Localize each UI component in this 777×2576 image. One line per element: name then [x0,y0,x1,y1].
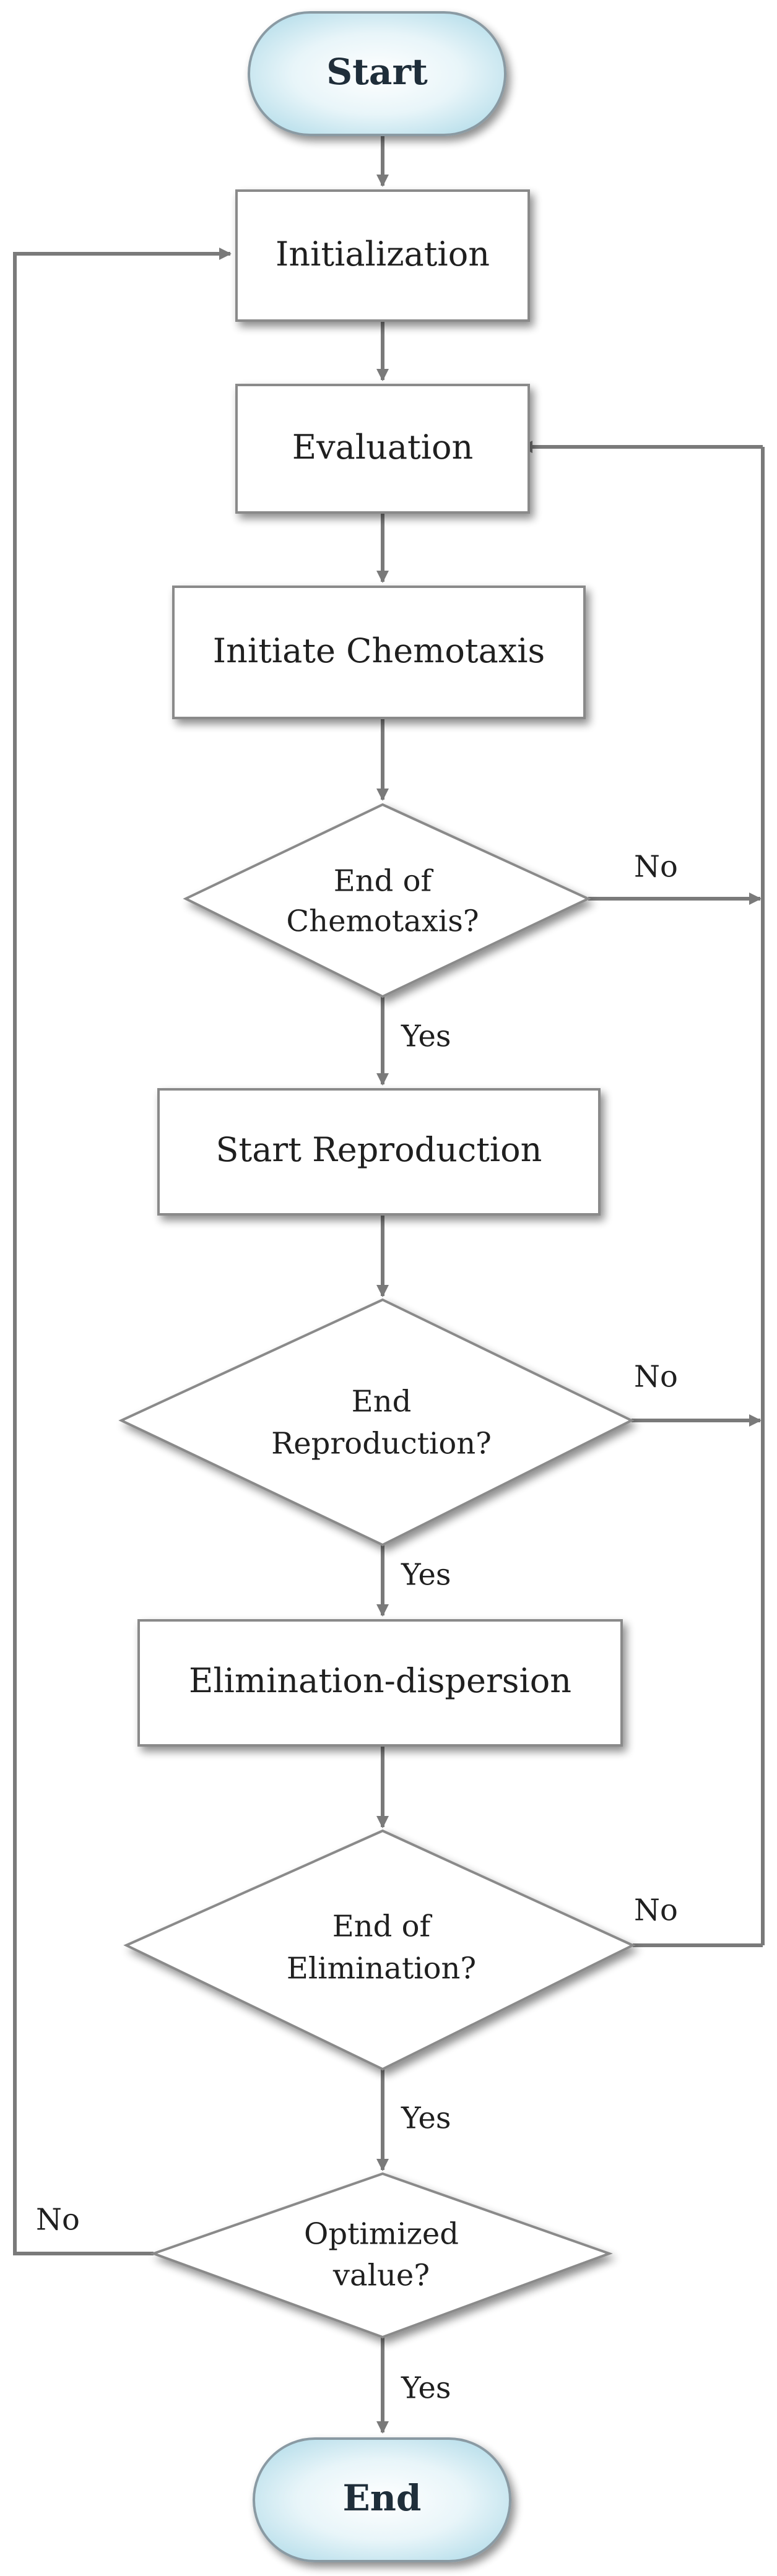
elimination-decision-line1: End of [332,1909,433,1944]
edge-label-no-4: No [36,2203,80,2237]
start-label: Start [326,51,428,93]
start-terminal [248,11,506,136]
end-label: End [343,2477,422,2519]
chemotaxis-decision-line2: Chemotaxis? [286,904,479,939]
edge-label-yes-4: Yes [401,2371,451,2406]
reproduction-box [157,1088,601,1216]
reproduction-label: Start Reproduction [216,1130,542,1169]
edge-label-no-3: No [634,1893,678,1928]
evaluation-label: Evaluation [292,428,474,467]
optimized-decision [150,2172,613,2339]
elimination-label: Elimination-dispersion [189,1661,571,1700]
chemotaxis-label: Initiate Chemotaxis [213,631,545,670]
initialization-box [235,189,530,322]
elimination-decision-line2: Elimination? [287,1951,476,1986]
edge-label-no-1: No [634,850,678,884]
reproduction-decision [118,1298,635,1547]
edge-label-yes-3: Yes [401,2101,451,2136]
chemotaxis-decision-line1: End of [334,864,434,899]
reproduction-decision-line1: End [352,1385,412,1419]
elimination-box [137,1619,623,1747]
evaluation-box [235,384,530,514]
initialization-label: Initialization [276,235,490,274]
optimized-decision-line1: Optimized [304,2217,459,2252]
chemotaxis-decision [183,803,591,998]
reproduction-decision-line2: Reproduction? [271,1427,492,1461]
elimination-decision [123,1829,636,2071]
edge-label-yes-1: Yes [401,1019,451,1054]
chemotaxis-box [172,586,586,719]
optimized-decision-line2: value? [332,2258,430,2293]
edge-label-no-2: No [634,1360,678,1394]
edge-label-yes-2: Yes [401,1558,451,1593]
end-terminal [253,2437,511,2562]
edge-d4-no [13,248,232,2255]
